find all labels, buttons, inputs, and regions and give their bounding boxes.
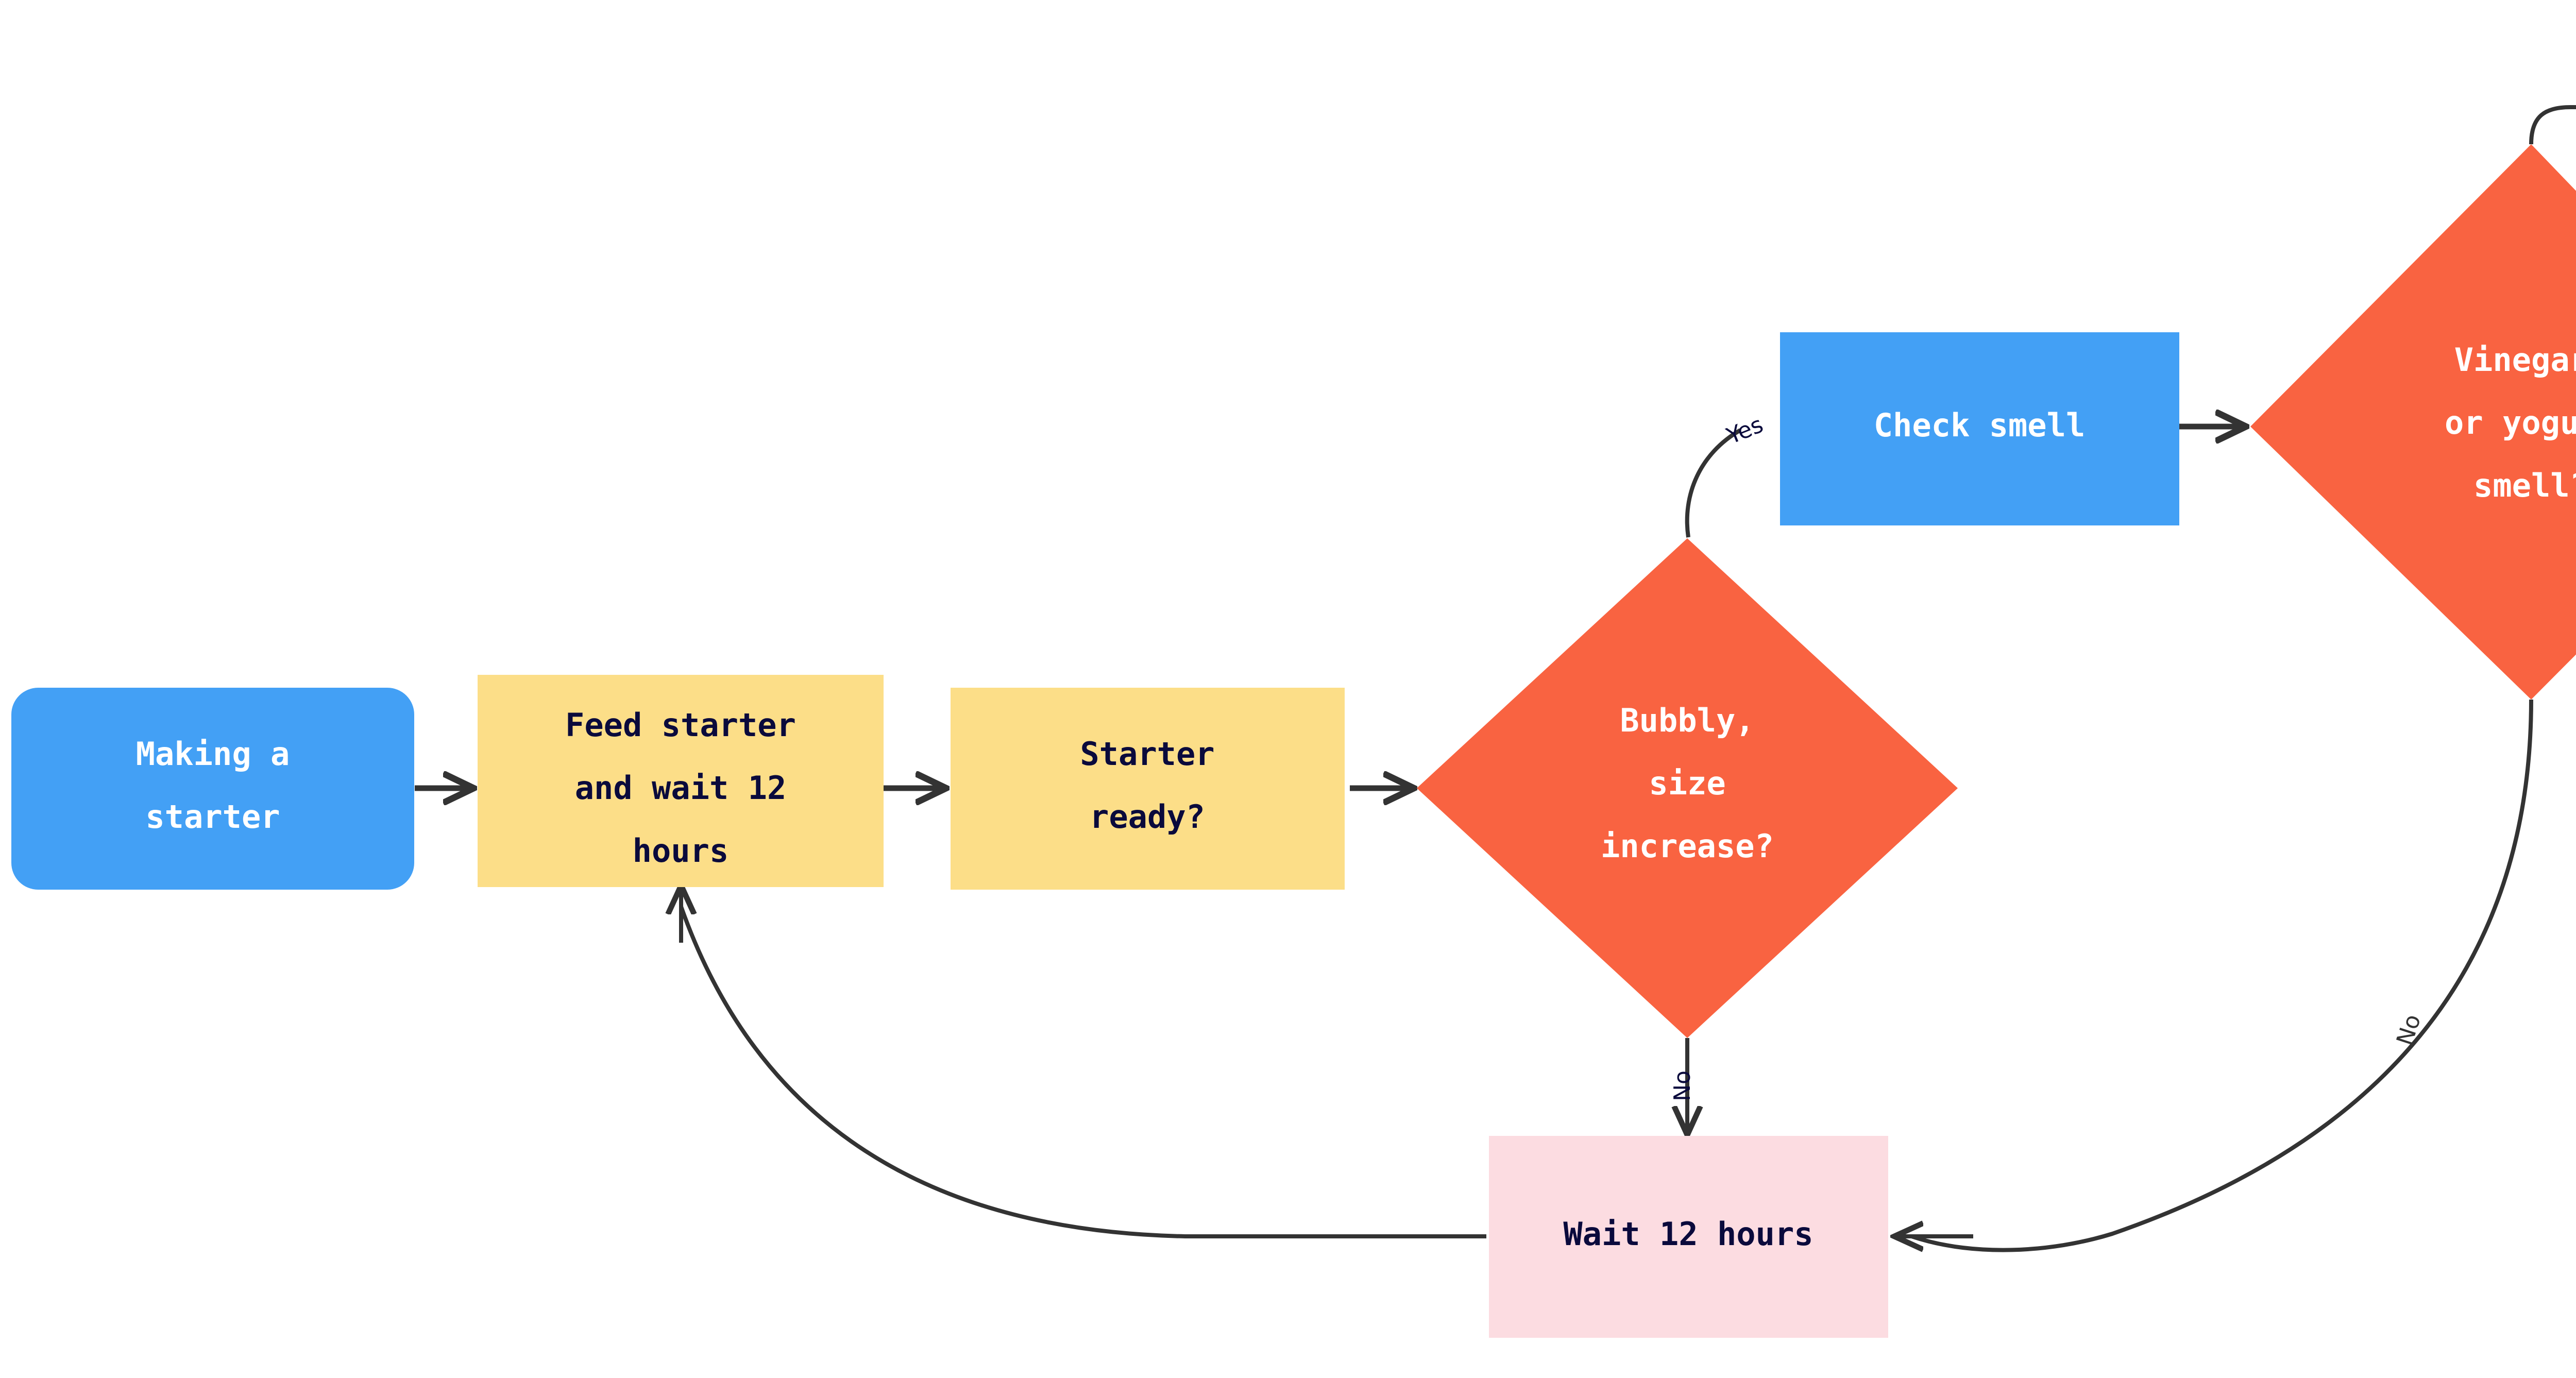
node-label-line2: starter [145, 798, 280, 836]
node-label-line2: and wait 12 [575, 769, 787, 807]
node-label-line1: Feed starter [565, 706, 796, 744]
edge-vinegary-yes-to-make-dough: Yes [2529, 105, 2576, 145]
node-wait-12-hours[interactable]: Wait 12 hours [1489, 1136, 1888, 1338]
node-label-line1: Making a [136, 735, 290, 773]
node-shape[interactable] [1489, 1136, 1888, 1338]
node-label-line2: ready? [1090, 798, 1205, 836]
node-making-a-starter[interactable]: Making a starter [11, 688, 414, 890]
node-label-line1: Wait 12 hours [1563, 1215, 1813, 1253]
node-shape[interactable] [478, 675, 884, 887]
edge-line [2529, 105, 2576, 145]
edge-label-no-bubbly: No [1669, 1070, 1696, 1101]
node-label-line2: or yogurt [2445, 404, 2576, 441]
node-starter-ready[interactable]: Starter ready? [951, 688, 1345, 890]
node-label-line1: Vinegary [2454, 341, 2576, 379]
node-shape[interactable] [2250, 144, 2576, 700]
node-bubbly-size-increase[interactable]: Bubbly, size increase? [1417, 538, 1958, 1038]
node-shape[interactable] [951, 688, 1345, 890]
node-vinegary-or-yogurt-smell[interactable]: Vinegary or yogurt smell? [2250, 144, 2576, 700]
node-feed-starter[interactable]: Feed starter and wait 12 hours [478, 675, 884, 887]
edge-line [1685, 428, 1742, 538]
node-check-smell[interactable]: Check smell [1780, 332, 2179, 525]
node-label-line3: smell? [2473, 467, 2576, 504]
edge-wait-12-hours-to-feed-starter [679, 887, 1486, 1238]
node-label-line2: size [1649, 764, 1725, 802]
node-label-line1: Check smell [1874, 406, 2086, 444]
node-shape[interactable] [11, 688, 414, 890]
node-label-line3: increase? [1601, 827, 1774, 865]
node-shape[interactable] [1417, 538, 1958, 1038]
edge-line [679, 906, 1486, 1238]
node-label-line1: Starter [1080, 735, 1214, 773]
edge-line [1910, 699, 2533, 1252]
node-shape[interactable] [1780, 332, 2179, 525]
node-label-line1: Bubbly, [1620, 702, 1754, 739]
edge-bubbly-no-to-wait-12-hours: No [1669, 1038, 1696, 1133]
node-label-line3: hours [633, 832, 729, 870]
